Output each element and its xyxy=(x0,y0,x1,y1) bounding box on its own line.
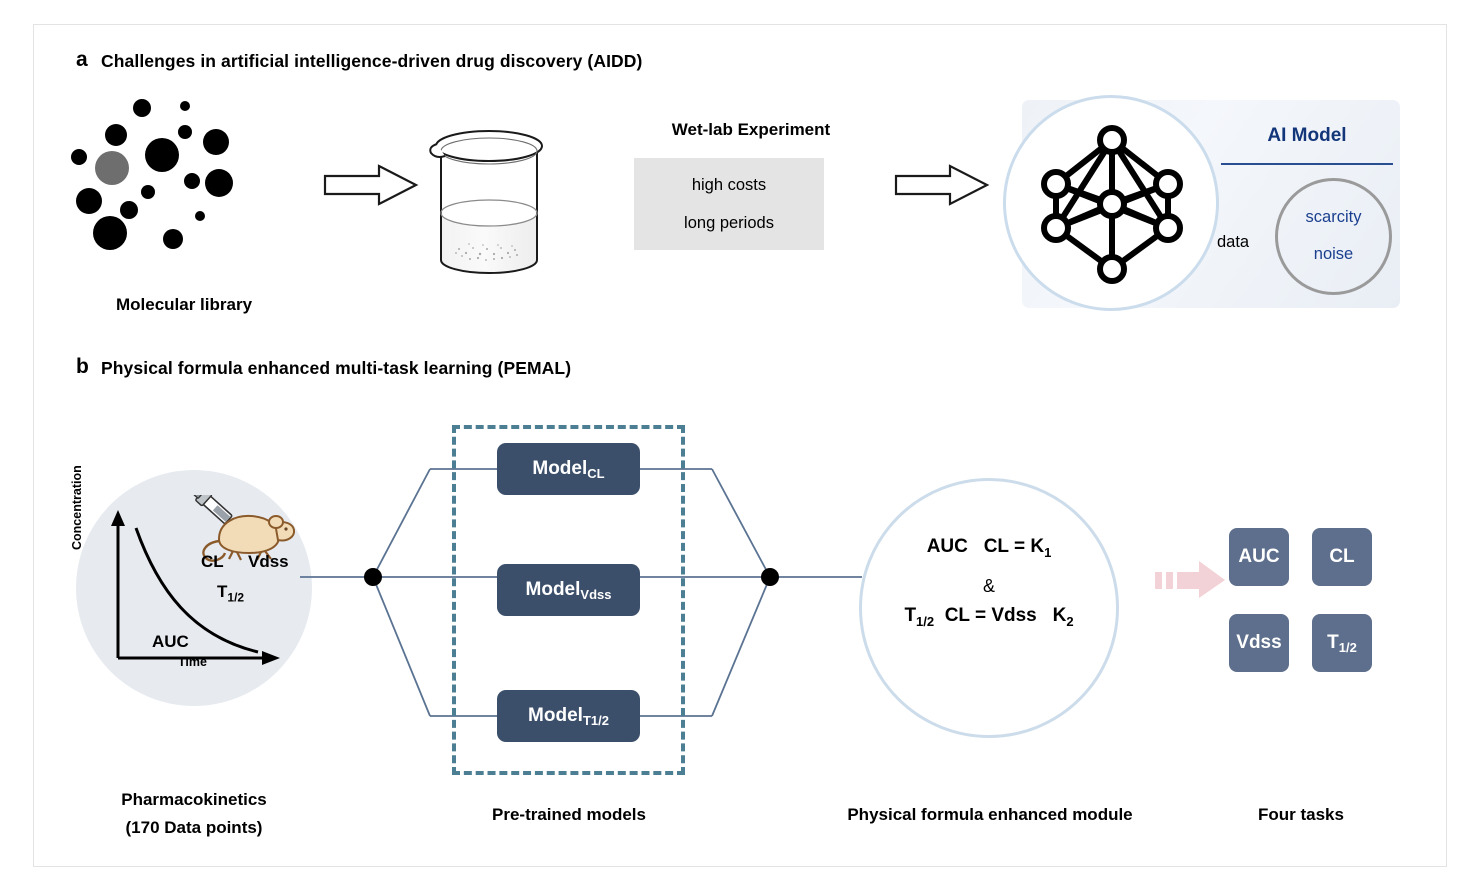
molecule-dot xyxy=(178,125,192,139)
junction-dot-right xyxy=(761,568,779,586)
pretrained-models-container xyxy=(452,425,685,775)
formula-ampersand: & xyxy=(982,576,995,596)
molecule-dot xyxy=(105,124,127,146)
wet-lab-item-long-periods: long periods xyxy=(684,214,774,232)
block-arrow-right-icon-2 xyxy=(894,164,990,206)
molecule-dot xyxy=(133,99,151,117)
pink-arrow-icon xyxy=(1155,561,1225,598)
pk-param-auc: AUC xyxy=(152,632,189,651)
molecule-dot xyxy=(195,211,205,221)
molecular-library-graphic xyxy=(71,99,282,280)
caption-pretrained-models: Pre-trained models xyxy=(492,805,646,824)
panel-b-letter: b xyxy=(76,355,89,378)
pk-x-axis-label: Time xyxy=(178,655,207,669)
pk-param-t-half: T1/2 xyxy=(217,582,245,605)
molecule-dot xyxy=(180,101,190,111)
formula-line-1: AUC CL = K1 xyxy=(926,536,1052,560)
wet-lab-title: Wet-lab Experiment xyxy=(671,120,831,139)
molecule-dot xyxy=(184,173,200,189)
molecular-library-caption: Molecular library xyxy=(115,295,253,314)
physical-formula-circle xyxy=(859,478,1119,738)
data-issue-scarcity: scarcity xyxy=(1305,208,1362,226)
block-arrow-right-icon-1 xyxy=(323,164,419,206)
task-box-auc[interactable]: AUC xyxy=(1229,528,1289,586)
ai-model-label: AI Model xyxy=(1267,125,1347,146)
molecule-dot xyxy=(71,149,87,165)
molecule-dot xyxy=(145,138,179,172)
wet-lab-item-high-costs: high costs xyxy=(691,176,767,194)
wet-lab-box: high costs long periods xyxy=(634,158,824,250)
data-label: data xyxy=(1217,233,1250,251)
molecule-dot xyxy=(141,185,155,199)
beaker-icon xyxy=(429,130,543,274)
task-box-vdss[interactable]: Vdss xyxy=(1229,614,1289,672)
molecule-dot xyxy=(205,169,233,197)
pharmacokinetics-circle xyxy=(76,470,312,706)
panel-a-letter: a xyxy=(76,48,88,71)
mouse-with-syringe-icon xyxy=(193,495,296,562)
molecule-dot xyxy=(93,216,127,250)
pk-param-vdss: Vdss xyxy=(248,552,289,571)
caption-pharmacokinetics-line1: Pharmacokinetics xyxy=(121,790,267,809)
molecule-dot xyxy=(95,151,129,185)
ai-model-divider xyxy=(1221,163,1393,165)
pk-param-cl: CL xyxy=(201,552,224,571)
molecule-dot xyxy=(120,201,138,219)
panel-a-title: Challenges in artificial intelligence-dr… xyxy=(101,51,643,71)
caption-physical-formula-module: Physical formula enhanced module xyxy=(847,805,1133,824)
task-box-cl[interactable]: CL xyxy=(1312,528,1372,586)
data-issue-noise: noise xyxy=(1313,245,1354,263)
molecule-dot xyxy=(163,229,183,249)
formula-line-2: T1/2 CL = Vdss K2 xyxy=(904,605,1074,629)
molecule-dot xyxy=(203,129,229,155)
concentration-time-plot xyxy=(111,510,280,665)
figure-border xyxy=(33,24,1447,867)
caption-pharmacokinetics-line2: (170 Data points) xyxy=(125,818,263,837)
caption-four-tasks: Four tasks xyxy=(1258,805,1344,824)
neural-network-icon xyxy=(1041,125,1183,284)
molecule-dot xyxy=(76,188,102,214)
panel-b-title: Physical formula enhanced multi-task lea… xyxy=(101,358,572,378)
data-issue-circle xyxy=(1275,178,1392,295)
junction-dot-left xyxy=(364,568,382,586)
